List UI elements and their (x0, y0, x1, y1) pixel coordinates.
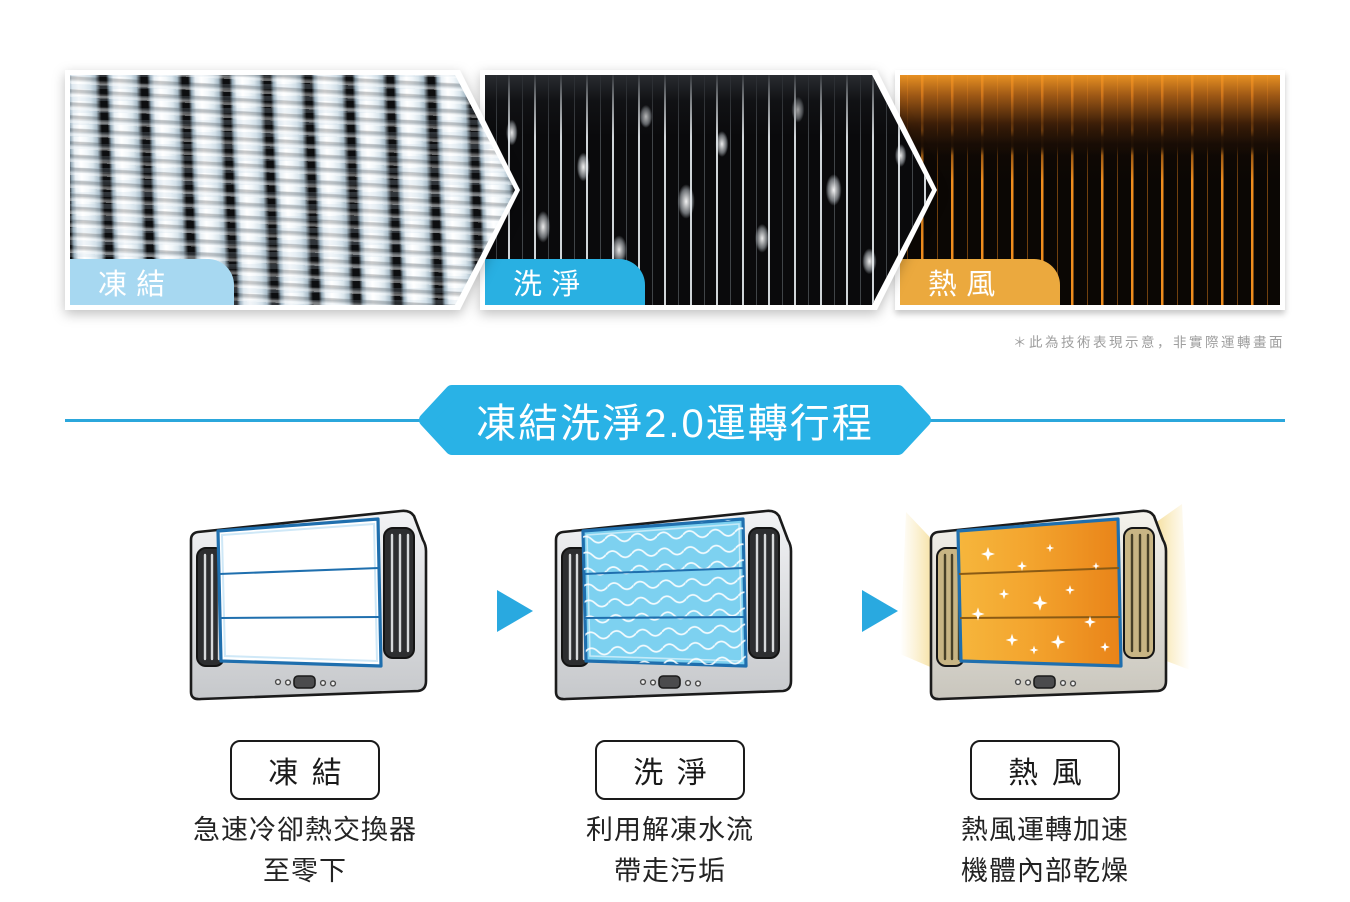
step-caption-wash-line1: 利用解凍水流 (586, 815, 754, 845)
process-flow: 凍結 急速冷卻熱交換器 至零下 (0, 502, 1350, 886)
step-caption-wash-line2: 帶走污垢 (614, 855, 726, 886)
process-step-wash: 洗淨 利用解凍水流 帶走污垢 (505, 502, 835, 891)
banner-hexagon-shape (419, 385, 931, 455)
photo-panel-hot-air-border: 熱風 (895, 70, 1285, 310)
step-caption-wash: 利用解凍水流 帶走污垢 (505, 810, 835, 891)
stage-photo-strip: 凍結 洗淨 熱風 (65, 70, 1285, 310)
photo-panel-wash-border: 洗淨 (480, 70, 937, 310)
step-label-hot-air: 熱風 (970, 740, 1120, 800)
step-label-freeze: 凍結 (230, 740, 380, 800)
step-caption-hot-air-line2: 機體內部乾燥 (961, 855, 1129, 886)
step-caption-hot-air: 熱風運轉加速 機體內部乾燥 (880, 810, 1210, 891)
step-caption-freeze: 急速冷卻熱交換器 至零下 (140, 810, 470, 891)
ac-unit-illustration-hot-air (900, 504, 1190, 701)
stage-badge-freeze: 凍結 (70, 259, 234, 305)
stage-badge-hot-air-label: 熱風 (928, 269, 1005, 301)
photo-panel-freeze-border: 凍結 (65, 70, 520, 310)
step-label-wash: 洗淨 (595, 740, 745, 800)
stage-badge-freeze-label: 凍結 (98, 269, 175, 301)
arrow-right-icon (862, 590, 898, 632)
section-banner: 凍結洗淨2.0運轉行程 (410, 383, 940, 457)
stage-badge-wash-label: 洗淨 (513, 269, 590, 301)
water-droplets-photo (485, 75, 932, 305)
process-step-freeze: 凍結 急速冷卻熱交換器 至零下 (140, 502, 470, 891)
photo-panel-hot-air: 熱風 (895, 70, 1285, 310)
section-banner-title: 凍結洗淨2.0運轉行程 (476, 402, 874, 446)
disclaimer-note: ＊此為技術表現示意，非實際運轉畫面 (1013, 335, 1285, 350)
stage-badge-wash: 洗淨 (485, 259, 645, 305)
stage-badge-hot-air: 熱風 (900, 259, 1060, 305)
photo-panel-freeze: 凍結 (65, 70, 520, 310)
step-caption-freeze-line1: 急速冷卻熱交換器 (193, 815, 417, 845)
process-step-hot-air: 熱風 熱風運轉加速 機體內部乾燥 (880, 502, 1210, 891)
step-caption-freeze-line2: 至零下 (263, 855, 347, 886)
arrow-right-icon (497, 590, 533, 632)
ac-unit-illustration-wash (554, 509, 793, 701)
photo-panel-wash: 洗淨 (480, 70, 937, 310)
ac-unit-illustration-freeze (189, 509, 428, 701)
step-caption-hot-air-line1: 熱風運轉加速 (961, 815, 1129, 845)
